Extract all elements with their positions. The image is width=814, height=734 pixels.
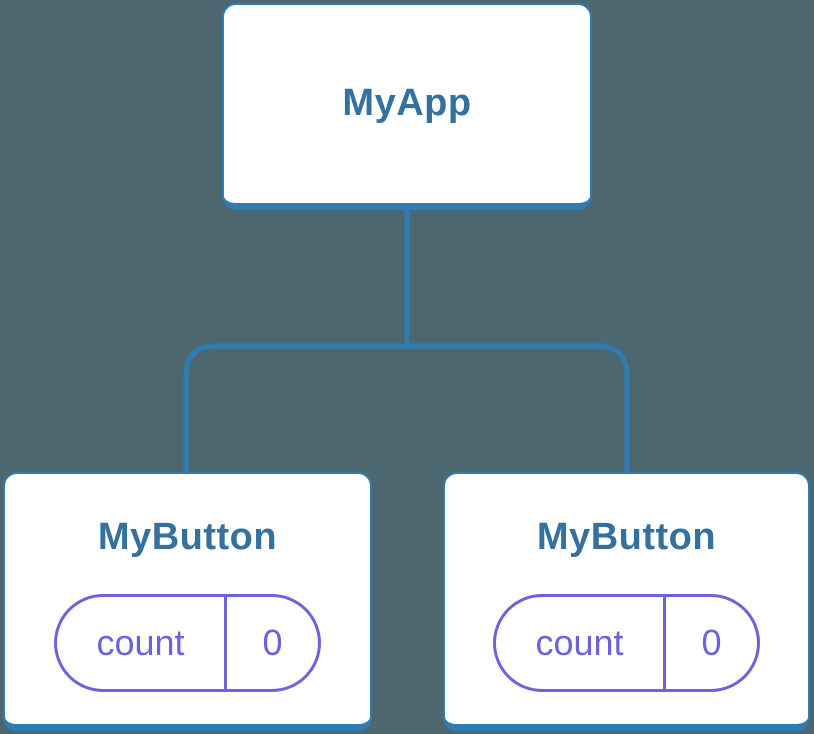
node-mybutton-left: MyButton count 0 bbox=[3, 472, 372, 731]
state-value: 0 bbox=[701, 621, 722, 663]
state-name: count bbox=[57, 596, 227, 689]
node-mybutton-right: MyButton count 0 bbox=[443, 472, 810, 731]
state-value: 0 bbox=[262, 621, 283, 663]
state-pill: count 0 bbox=[493, 593, 760, 692]
node-myapp: MyApp bbox=[222, 3, 592, 210]
state-name: count bbox=[496, 596, 666, 689]
node-label: MyButton bbox=[97, 516, 278, 558]
state-pill: count 0 bbox=[54, 593, 321, 692]
node-label: MyApp bbox=[342, 82, 472, 125]
node-label: MyButton bbox=[536, 516, 717, 558]
connector-branch-bracket bbox=[183, 343, 630, 474]
